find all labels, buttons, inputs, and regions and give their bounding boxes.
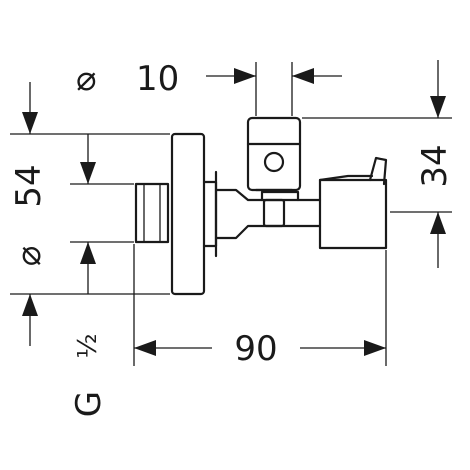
- dimension-arrowhead: [234, 68, 256, 84]
- thread-fraction: ½: [73, 333, 103, 358]
- flange-diameter-value: 54: [9, 164, 49, 207]
- angle-valve-body: [134, 116, 388, 296]
- dimension-arrowhead: [364, 340, 386, 356]
- length-dimension: 90: [133, 244, 387, 369]
- thread-prefix: G: [69, 391, 109, 417]
- dimension-arrowhead: [134, 340, 156, 356]
- flange-diameter-dimension: ⌀ 54: [9, 82, 170, 346]
- diameter-symbol: ⌀: [9, 246, 49, 266]
- dimension-arrowhead: [80, 242, 96, 264]
- dimension-arrowhead: [430, 96, 446, 118]
- height-dimension: 34: [302, 60, 455, 268]
- height-value: 34: [415, 144, 455, 187]
- diameter-symbol: ⌀: [76, 59, 96, 99]
- dimension-arrowhead: [22, 112, 38, 134]
- dimension-arrowhead: [80, 162, 96, 184]
- dimension-arrowhead: [22, 294, 38, 316]
- outlet-diameter-value: 10: [136, 59, 179, 99]
- dimension-arrowhead: [430, 212, 446, 234]
- outlet-diameter-dimension: ⌀ 10: [76, 59, 342, 116]
- length-value: 90: [234, 329, 277, 369]
- dimension-arrowhead: [292, 68, 314, 84]
- thread-dimension: ½ G: [69, 134, 134, 417]
